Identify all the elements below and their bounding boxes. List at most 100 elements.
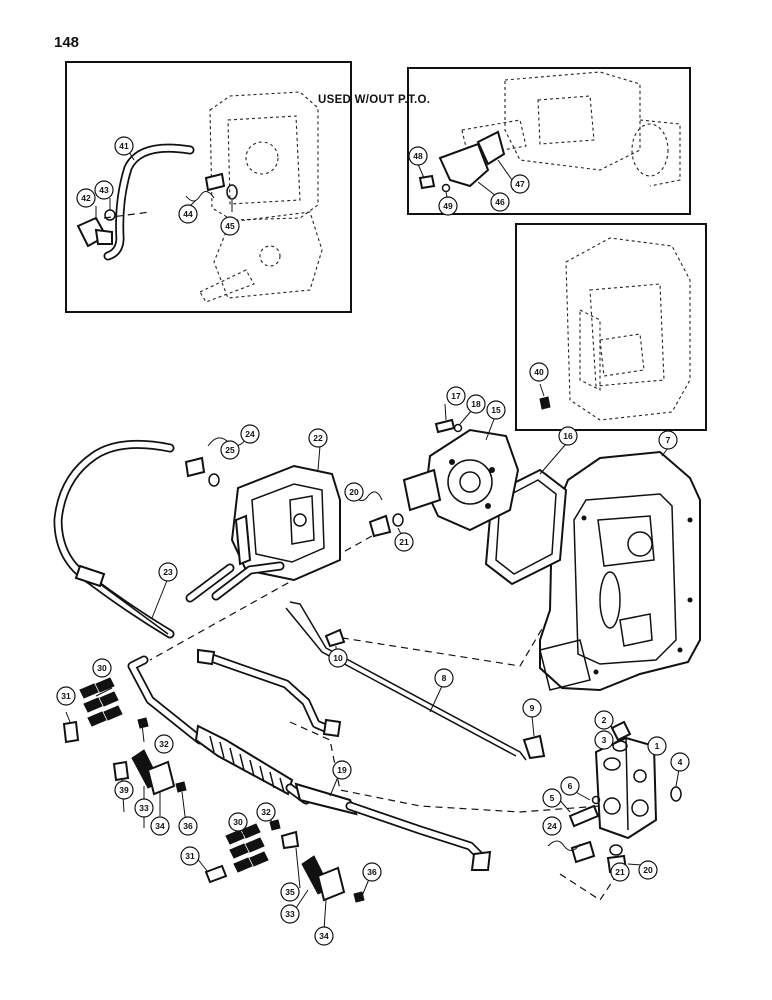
callout-6: 6 xyxy=(560,776,580,796)
o-ring-3 xyxy=(612,740,628,752)
fitting-10 xyxy=(324,628,346,648)
wire-44 xyxy=(185,191,215,202)
callout-21-lower: 21 xyxy=(610,862,630,882)
svg-text:45: 45 xyxy=(225,221,235,231)
plug-40 xyxy=(539,396,551,410)
tube-8 xyxy=(285,601,527,761)
svg-text:33: 33 xyxy=(139,803,149,813)
inset-mid-right xyxy=(515,223,707,431)
svg-text:48: 48 xyxy=(413,151,423,161)
bolt-17 xyxy=(434,418,456,434)
pump-15 xyxy=(402,428,520,532)
svg-text:40: 40 xyxy=(534,367,544,377)
rear-housing-7 xyxy=(539,450,701,692)
callout-8: 8 xyxy=(434,668,454,688)
bolt-31-upper xyxy=(62,720,80,744)
connector-21 xyxy=(368,514,392,538)
wire-24-lower xyxy=(547,840,581,851)
svg-text:39: 39 xyxy=(119,785,129,795)
tube-middle xyxy=(197,648,342,738)
callout-18: 18 xyxy=(466,394,486,414)
svg-text:21: 21 xyxy=(615,867,625,877)
callout-20-lower: 20 xyxy=(638,860,658,880)
callout-30-upper: 30 xyxy=(92,658,112,678)
callout-9: 9 xyxy=(522,698,542,718)
callout-25: 25 xyxy=(220,440,240,460)
callout-24-upper: 24 xyxy=(240,424,260,444)
svg-text:1: 1 xyxy=(655,741,660,751)
svg-text:47: 47 xyxy=(515,179,525,189)
ghost-housing-top-right xyxy=(461,71,681,187)
svg-text:23: 23 xyxy=(163,567,173,577)
svg-text:24: 24 xyxy=(245,429,255,439)
callout-7: 7 xyxy=(658,430,678,450)
callout-15: 15 xyxy=(486,400,506,420)
inset-top-left-frame xyxy=(65,61,352,313)
callout-33-lower: 33 xyxy=(280,904,300,924)
svg-text:17: 17 xyxy=(451,391,461,401)
nut-36-lower xyxy=(353,891,365,903)
connector-fitting xyxy=(204,172,226,192)
callout-2: 2 xyxy=(594,710,614,730)
svg-text:36: 36 xyxy=(183,821,193,831)
callout-31-upper: 31 xyxy=(56,686,76,706)
callout-41: 41 xyxy=(114,136,134,156)
plug-2 xyxy=(610,720,632,742)
callout-4: 4 xyxy=(670,752,690,772)
callout-32-lower: 32 xyxy=(256,802,276,822)
washer-49 xyxy=(441,183,451,193)
svg-text:10: 10 xyxy=(333,653,343,663)
svg-text:42: 42 xyxy=(81,193,91,203)
callout-36-upper: 36 xyxy=(178,816,198,836)
callout-33-upper: 33 xyxy=(134,798,154,818)
bolt-5 xyxy=(568,804,600,828)
usage-note: USED W/OUT P.T.O. xyxy=(318,94,431,106)
clamp-set-30-upper xyxy=(79,677,123,727)
svg-text:34: 34 xyxy=(155,821,165,831)
elbow-9 xyxy=(522,734,546,760)
inset-top-right-frame xyxy=(407,67,691,215)
svg-text:6: 6 xyxy=(568,781,573,791)
clamp-set-30-lower xyxy=(225,823,269,873)
callout-36-lower: 36 xyxy=(362,862,382,882)
hose-19 xyxy=(294,782,492,871)
callout-19: 19 xyxy=(332,760,352,780)
svg-text:31: 31 xyxy=(185,851,195,861)
callout-43: 43 xyxy=(94,180,114,200)
callout-16: 16 xyxy=(558,426,578,446)
washer-6 xyxy=(591,795,601,805)
callout-17: 17 xyxy=(446,386,466,406)
svg-text:32: 32 xyxy=(261,807,271,817)
svg-text:32: 32 xyxy=(159,739,169,749)
callout-22: 22 xyxy=(308,428,328,448)
callout-46: 46 xyxy=(490,192,510,212)
svg-text:18: 18 xyxy=(471,399,481,409)
gasket-47 xyxy=(476,130,506,166)
o-ring-45 xyxy=(226,184,238,200)
callout-10: 10 xyxy=(328,648,348,668)
bolt-31-lower xyxy=(204,864,228,884)
svg-text:36: 36 xyxy=(367,867,377,877)
svg-text:20: 20 xyxy=(643,865,653,875)
ghost-housing-mid-right xyxy=(565,237,691,421)
svg-text:30: 30 xyxy=(97,663,107,673)
fitting-25-body xyxy=(184,456,206,478)
svg-text:25: 25 xyxy=(225,445,235,455)
svg-text:31: 31 xyxy=(61,691,71,701)
callout-49: 49 xyxy=(438,196,458,216)
callout-24-lower: 24 xyxy=(542,816,562,836)
callout-30-lower: 30 xyxy=(228,812,248,832)
o-ring-21 xyxy=(392,513,404,527)
svg-text:16: 16 xyxy=(563,431,573,441)
svg-text:43: 43 xyxy=(99,185,109,195)
alignment-line xyxy=(103,211,151,219)
svg-text:15: 15 xyxy=(491,405,501,415)
callout-42: 42 xyxy=(76,188,96,208)
cover-plate-46 xyxy=(438,142,490,188)
callout-40: 40 xyxy=(529,362,549,382)
hydraulic-tube-41 xyxy=(103,143,195,261)
control-valve-22 xyxy=(185,464,341,603)
bolt-48 xyxy=(418,174,436,190)
callout-45: 45 xyxy=(220,216,240,236)
